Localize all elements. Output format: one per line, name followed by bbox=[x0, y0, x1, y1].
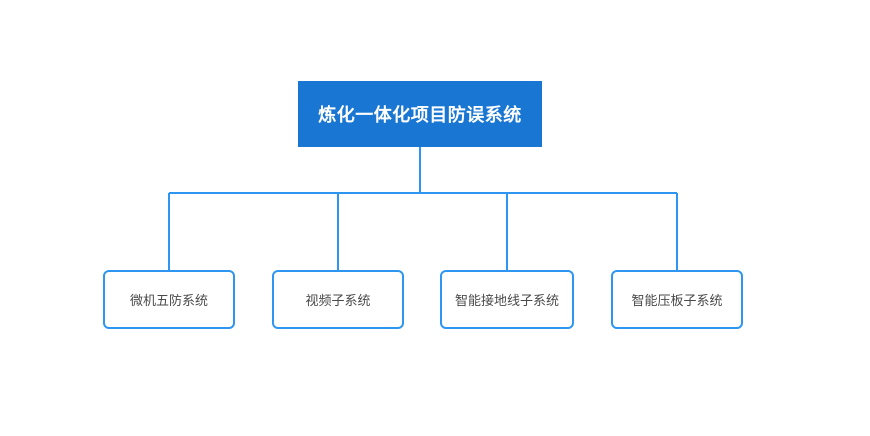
node-child-video-subsystem[interactable]: 视频子系统 bbox=[272, 270, 404, 329]
node-child-label: 智能接地线子系统 bbox=[454, 293, 559, 308]
node-child-pressure-plate-subsystem[interactable]: 智能压板子系统 bbox=[611, 270, 743, 329]
node-root-label: 炼化一体化项目防误系统 bbox=[318, 105, 522, 125]
tree-edge-path bbox=[168, 147, 678, 270]
node-child-label: 视频子系统 bbox=[305, 293, 371, 308]
node-child-label: 智能压板子系统 bbox=[631, 293, 723, 308]
node-child-label: 微机五防系统 bbox=[129, 293, 208, 308]
node-child-wuji-wufang[interactable]: 微机五防系统 bbox=[103, 270, 235, 329]
node-root-system[interactable]: 炼化一体化项目防误系统 bbox=[298, 81, 542, 147]
node-child-grounding-wire-subsystem[interactable]: 智能接地线子系统 bbox=[440, 270, 574, 329]
